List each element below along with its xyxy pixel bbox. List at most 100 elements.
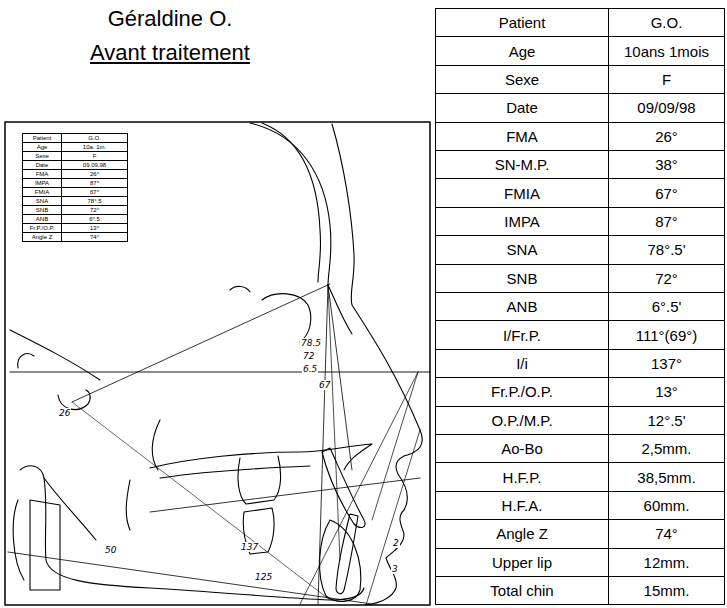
table-text: 67° (90, 189, 99, 195)
tracing-value: 72 (302, 351, 315, 361)
table-text: 72° (90, 207, 99, 213)
data-cell: Fr.P./O.P. (435, 377, 609, 406)
data-cell: SN-M.P. (435, 150, 609, 179)
table-text: Date (506, 100, 538, 115)
data-cell: O.P./M.P. (435, 406, 609, 435)
data-cell: FMIA (435, 178, 609, 207)
table-text: 78°.5 (87, 198, 101, 204)
table-text: 10ans 1mois (624, 44, 709, 59)
table-text: Patient (33, 135, 52, 141)
table-text: 13° (90, 225, 99, 231)
tracing-value: 50 (104, 545, 117, 555)
table-text: Total chin (490, 583, 553, 598)
mini-cell: 74° (61, 232, 128, 242)
table-text: Upper lip (492, 555, 552, 570)
table-text: 26° (90, 171, 99, 177)
table-text: 6°.5 (89, 216, 100, 222)
data-cell: 67° (608, 178, 725, 207)
table-text: 13° (655, 384, 678, 399)
table-text: FMIA (35, 189, 49, 195)
data-cell: I/Fr.P. (435, 320, 609, 349)
table-text: G.O. (651, 15, 683, 30)
data-cell: 111°(69°) (608, 320, 725, 349)
table-text: SNB (36, 207, 48, 213)
table-text: 12°.5' (647, 413, 685, 428)
table-text: I/i (516, 356, 528, 371)
data-cell: H.F.A. (435, 491, 609, 520)
tracing-value: 2 (392, 538, 400, 548)
table-text: O.P./M.P. (491, 413, 552, 428)
data-cell: 12mm. (608, 548, 725, 577)
table-text: Sexe (35, 153, 49, 159)
table-text: I/Fr.P. (503, 328, 541, 343)
table-text: SNA (36, 198, 48, 204)
table-text: ANB (507, 299, 538, 314)
data-cell: 38,5mm. (608, 462, 725, 491)
tracing-value: 6.5 (302, 364, 318, 374)
table-text: Fr.P./O.P. (491, 384, 553, 399)
data-cell: 74° (608, 519, 725, 548)
data-cell: 26° (608, 122, 725, 151)
table-text: IMPA (35, 180, 49, 186)
table-text: H.F.P. (503, 470, 542, 485)
table-text: F (93, 153, 97, 159)
data-cell: Patient (435, 8, 609, 37)
data-cell: F (608, 65, 725, 94)
data-cell: 09/09/98 (608, 93, 725, 122)
table-text: 09/09/98 (637, 100, 695, 115)
data-cell: Age (435, 36, 609, 65)
table-text: Angle Z (32, 234, 53, 240)
table-text: 74° (655, 526, 678, 541)
data-cell: SNA (435, 235, 609, 264)
tracing-value: 67 (318, 380, 331, 390)
table-text: SNA (507, 242, 538, 257)
table-text: IMPA (504, 214, 540, 229)
data-cell: 72° (608, 264, 725, 293)
tracing-value: 26 (58, 408, 71, 418)
table-text: FMA (506, 129, 538, 144)
data-cell: 78°.5' (608, 235, 725, 264)
table-text: 09.09.98 (83, 162, 106, 168)
table-text: Patient (499, 15, 546, 30)
data-cell: FMA (435, 122, 609, 151)
data-cell: 38° (608, 150, 725, 179)
table-text: H.F.A. (502, 498, 543, 513)
table-text: FMIA (504, 186, 540, 201)
table-text: ANB (36, 216, 48, 222)
data-cell: Date (435, 93, 609, 122)
tracing-value: 78.5 (300, 338, 322, 348)
table-text: 78°.5' (647, 242, 685, 257)
table-text: 26° (655, 129, 678, 144)
table-text: Age (37, 144, 48, 150)
table-text: 74° (90, 234, 99, 240)
table-text: 10a. 1m. (83, 144, 106, 150)
table-text: G.O. (88, 135, 101, 141)
data-cell: IMPA (435, 207, 609, 236)
data-cell: 137° (608, 349, 725, 378)
table-text: Angle Z (496, 526, 548, 541)
data-cell: 15mm. (608, 576, 725, 605)
data-cell: ANB (435, 292, 609, 321)
table-text: Fr.P./O.P. (30, 225, 55, 231)
tracing-value: 125 (254, 572, 273, 582)
table-text: 87° (655, 214, 678, 229)
data-cell: 13° (608, 377, 725, 406)
table-text: SNB (507, 271, 538, 286)
table-text: F (662, 72, 671, 87)
table-text: Age (509, 44, 536, 59)
table-text: 72° (655, 271, 678, 286)
table-text: 137° (651, 356, 682, 371)
table-text: 60mm. (644, 498, 690, 513)
title: Géraldine O. (20, 6, 320, 32)
data-cell: I/i (435, 349, 609, 378)
data-cell: SNB (435, 264, 609, 293)
table-text: FMA (36, 171, 49, 177)
table-text: Ao-Bo (501, 441, 543, 456)
data-cell: Angle Z (435, 519, 609, 548)
table-text: 38,5mm. (637, 470, 695, 485)
data-cell: H.F.P. (435, 462, 609, 491)
table-text: 67° (655, 186, 678, 201)
mini-cell: Angle Z (22, 232, 62, 242)
data-cell: Upper lip (435, 548, 609, 577)
table-text: 6°.5' (652, 299, 682, 314)
